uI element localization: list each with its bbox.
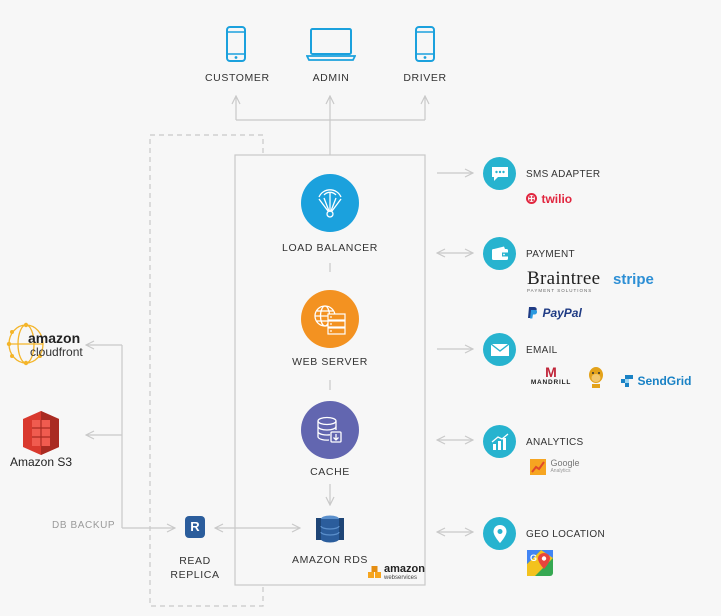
map-pin-icon xyxy=(493,524,506,543)
web-server-node xyxy=(301,290,359,348)
aws-cubes-icon xyxy=(368,566,381,578)
chat-bubble-icon xyxy=(491,166,508,181)
payment-node xyxy=(483,237,516,270)
analytics-subtext: Analytics xyxy=(550,467,571,474)
client-label: ADMIN xyxy=(312,72,350,84)
client-admin: ADMIN xyxy=(296,26,366,86)
client-label: CUSTOMER xyxy=(205,72,270,84)
cache-label: CACHE xyxy=(310,466,350,478)
sendgrid-icon xyxy=(621,374,633,387)
cloudfront-subtext: cloudfront xyxy=(30,345,83,359)
sms-label: SMS ADAPTER xyxy=(526,169,601,180)
envelope-icon xyxy=(490,342,509,356)
aws-logo: amazon webservices xyxy=(367,562,425,584)
email-label: EMAIL xyxy=(526,345,558,356)
sendgrid-text: SendGrid xyxy=(637,373,692,388)
read-replica-line1: READ xyxy=(179,555,211,567)
db-backup-label: DB BACKUP xyxy=(52,520,116,531)
cloudfront-text: amazon xyxy=(28,330,81,346)
phone-icon xyxy=(415,26,435,62)
twilio-icon xyxy=(526,193,537,205)
rds-icon xyxy=(316,515,344,543)
paypal-logo: PayPal xyxy=(527,304,582,322)
read-replica-icon: R xyxy=(185,516,205,538)
laptop-icon xyxy=(306,28,356,61)
replica-dashed-box xyxy=(149,134,264,607)
paypal-text: PayPal xyxy=(542,305,582,320)
client-label: DRIVER xyxy=(403,72,447,84)
braintree-subtext: PAYMENT SOLUTIONS xyxy=(527,288,593,293)
google-analytics-logo: Google Analytics xyxy=(530,458,579,476)
client-driver: DRIVER xyxy=(394,26,456,86)
client-customer: CUSTOMER xyxy=(205,26,270,86)
load-balancer-node xyxy=(301,174,359,232)
s3-icon xyxy=(23,411,59,455)
read-replica-line2: REPLICA xyxy=(170,569,220,581)
analytics-node xyxy=(483,425,516,458)
geo-location-label: GEO LOCATION xyxy=(526,529,605,540)
sendgrid-logo: SendGrid xyxy=(621,372,691,390)
wallet-icon xyxy=(491,246,508,260)
twilio-text: twilio xyxy=(541,191,573,206)
analytics-label: ANALYTICS xyxy=(526,437,584,448)
replica-letter: R xyxy=(190,519,200,534)
bar-chart-icon xyxy=(491,433,508,450)
mandrill-text: MANDRILL xyxy=(530,379,572,386)
aws-logo-subtext: webservices xyxy=(384,575,418,581)
amazon-rds-label: AMAZON RDS xyxy=(291,554,368,566)
database-icon xyxy=(317,416,342,443)
google-text: Google xyxy=(550,457,580,468)
google-analytics-icon xyxy=(530,458,546,475)
mandrill-icon: M xyxy=(545,364,557,380)
braintree-text: Braintree xyxy=(527,268,601,289)
braintree-logo: Braintree PAYMENT SOLUTIONS xyxy=(527,268,600,293)
aws-logo-text: amazon xyxy=(384,563,425,575)
cache-node xyxy=(301,401,359,459)
server-globe-icon xyxy=(314,305,346,335)
phone-icon xyxy=(226,26,246,62)
mandrill-logo: M MANDRILL xyxy=(527,365,575,386)
twilio-logo: twilio xyxy=(526,190,572,208)
load-balancer-label: LOAD BALANCER xyxy=(282,242,378,254)
payment-label: PAYMENT xyxy=(526,249,575,260)
network-globe-icon xyxy=(318,189,342,218)
paypal-icon xyxy=(528,307,538,319)
s3-label: Amazon S3 xyxy=(10,455,73,469)
svg-text:G: G xyxy=(530,553,537,563)
google-maps-icon: G xyxy=(527,550,553,576)
read-replica-label: READ REPLICA xyxy=(160,554,230,582)
geo-location-node xyxy=(483,517,516,550)
stripe-logo: stripe xyxy=(613,271,654,288)
sms-node xyxy=(483,157,516,190)
web-server-label: WEB SERVER xyxy=(292,356,368,368)
cloudfront-logo: amazon cloudfront xyxy=(6,322,86,368)
cloudfront-icon xyxy=(6,322,44,366)
email-node xyxy=(483,333,516,366)
mailchimp-monkey-icon xyxy=(589,367,603,388)
